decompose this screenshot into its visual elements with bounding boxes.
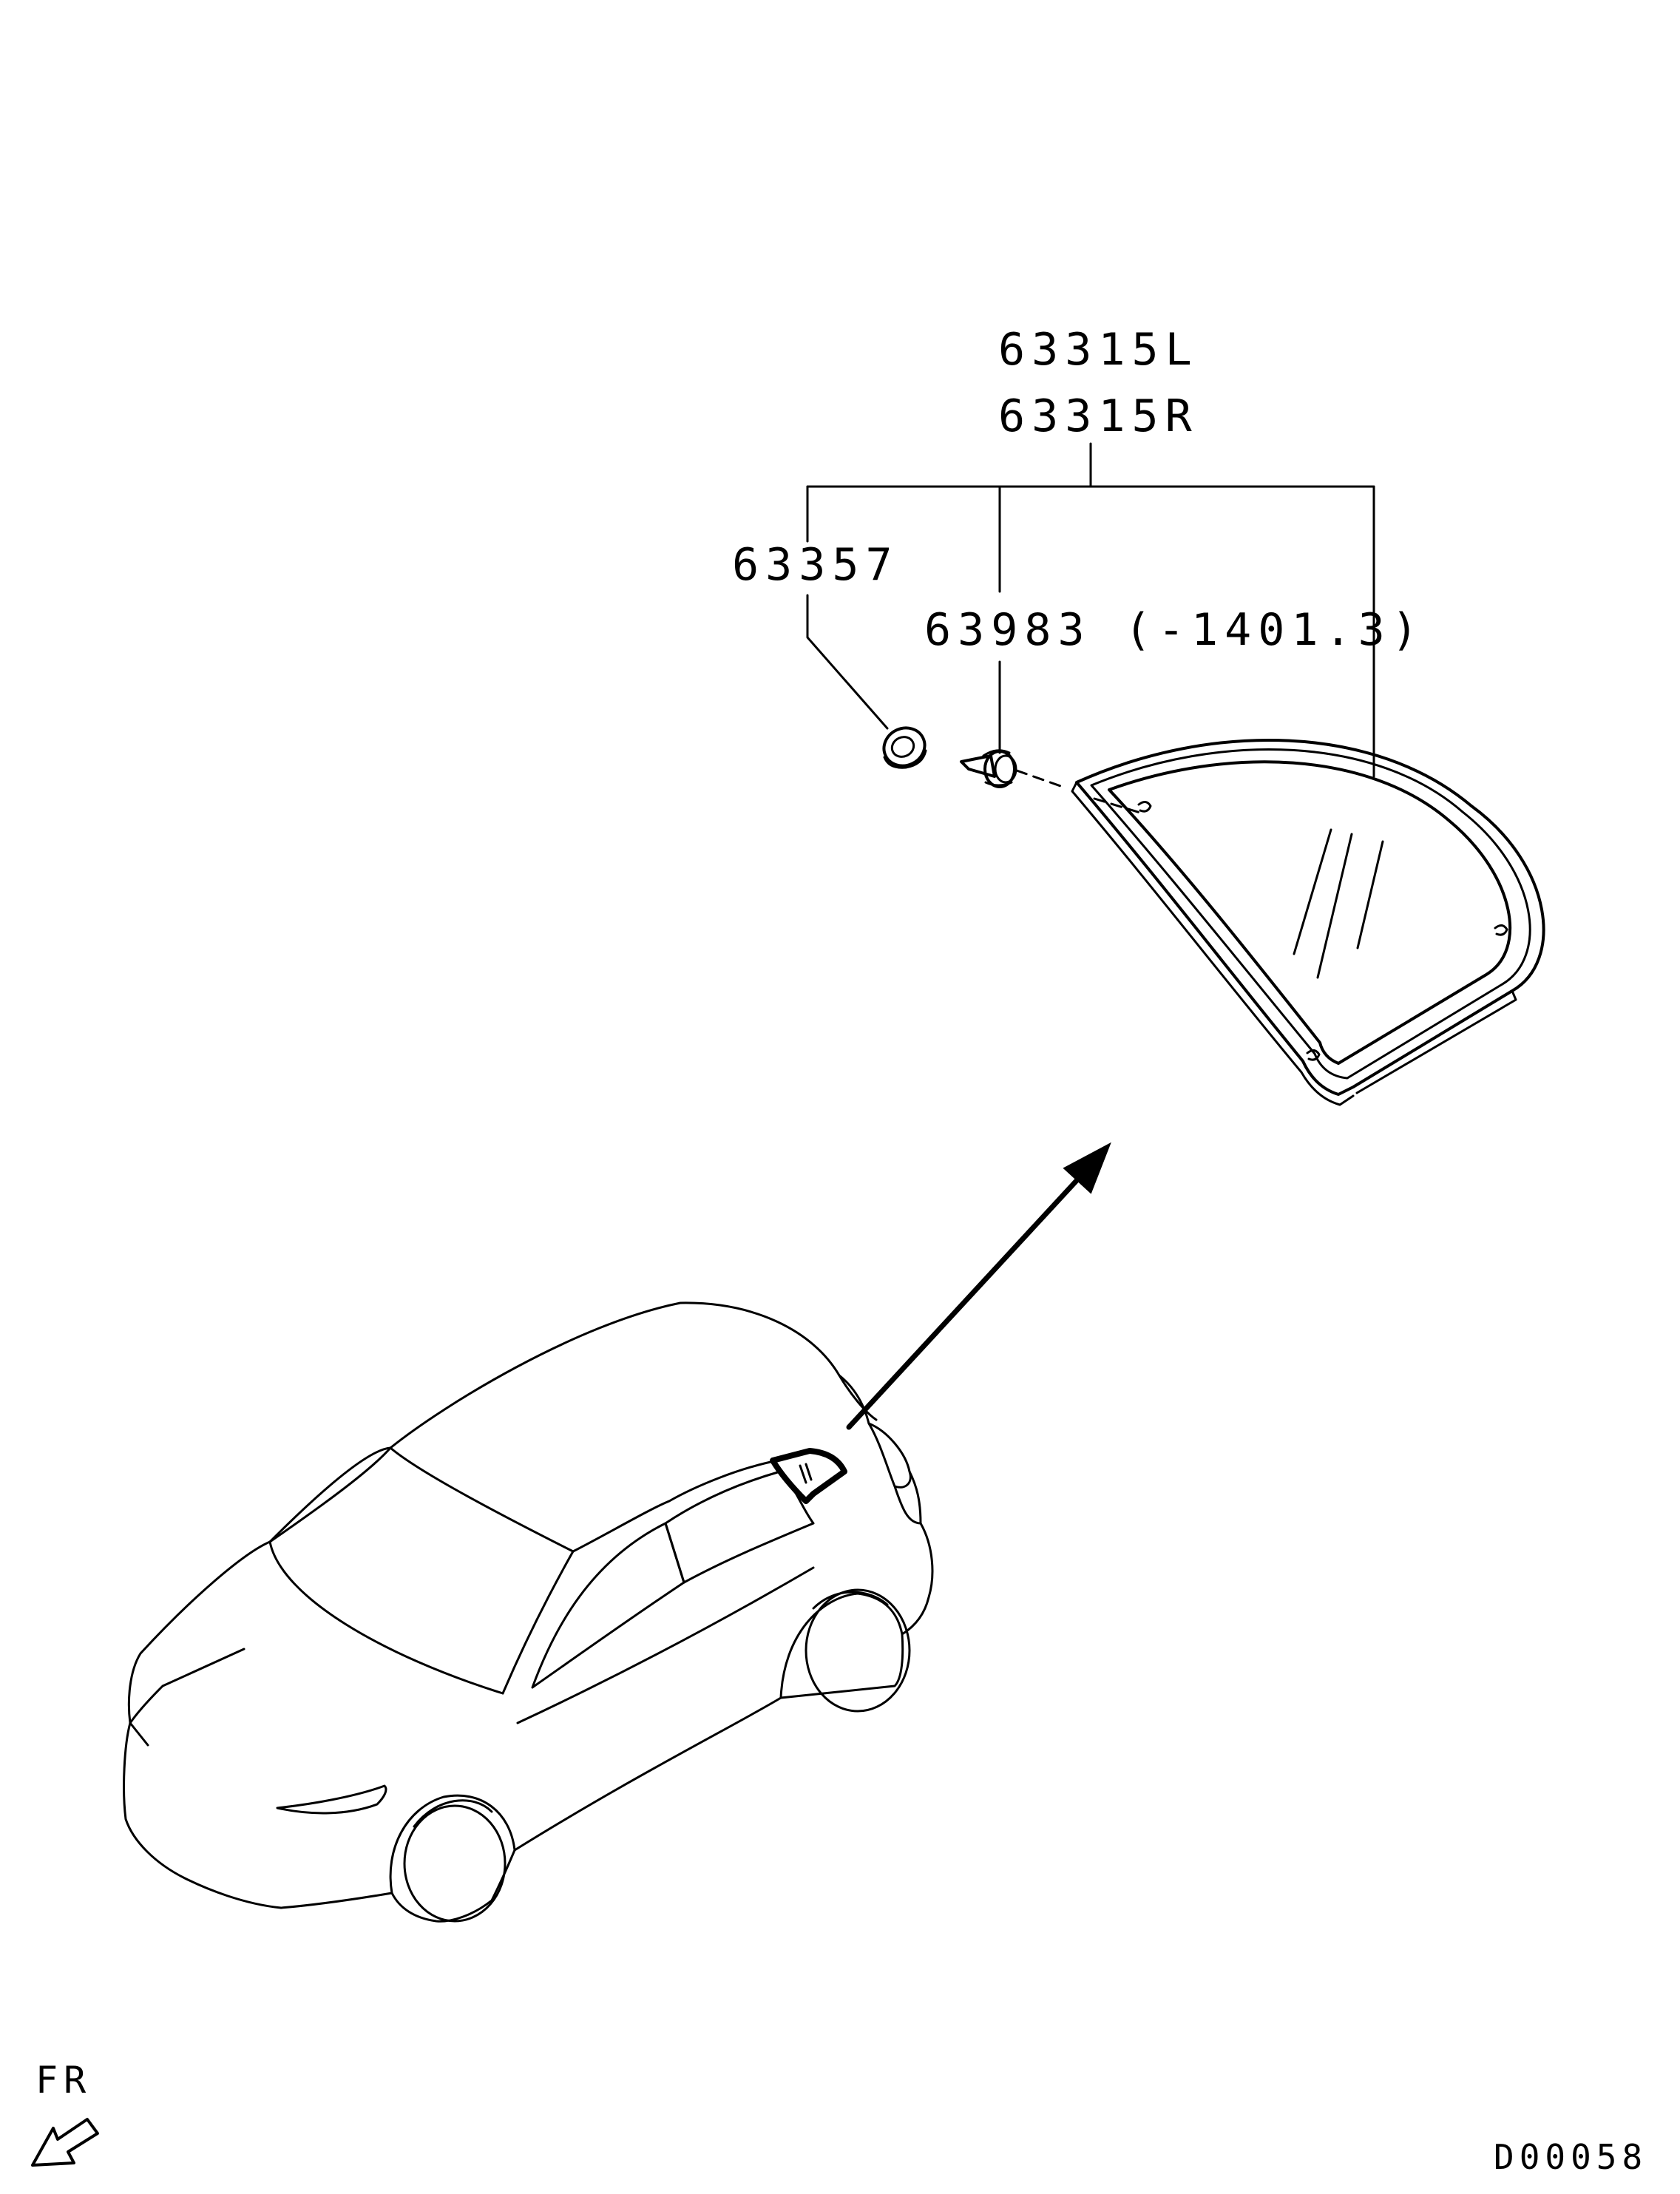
highlighted-quarter-window	[770, 1448, 847, 1504]
fastener-part	[960, 749, 1017, 788]
quarter-window-glass-part	[1071, 738, 1545, 1106]
drawing-id: D00058	[1494, 2137, 1647, 2177]
part-number-63983: 63983 (-1401.3)	[924, 604, 1425, 656]
front-direction-label: FR	[35, 2059, 92, 2102]
leader-lines	[806, 442, 1375, 815]
part-number-63315L: 63315L	[998, 324, 1199, 376]
arrow-up-right-icon	[846, 1142, 1111, 1430]
vehicle-illustration	[123, 1301, 934, 1923]
part-number-63357: 63357	[732, 539, 899, 591]
arrow-down-left-icon	[31, 2118, 99, 2167]
part-number-63315R: 63315R	[998, 390, 1199, 442]
grommet-clip-part	[882, 726, 927, 769]
